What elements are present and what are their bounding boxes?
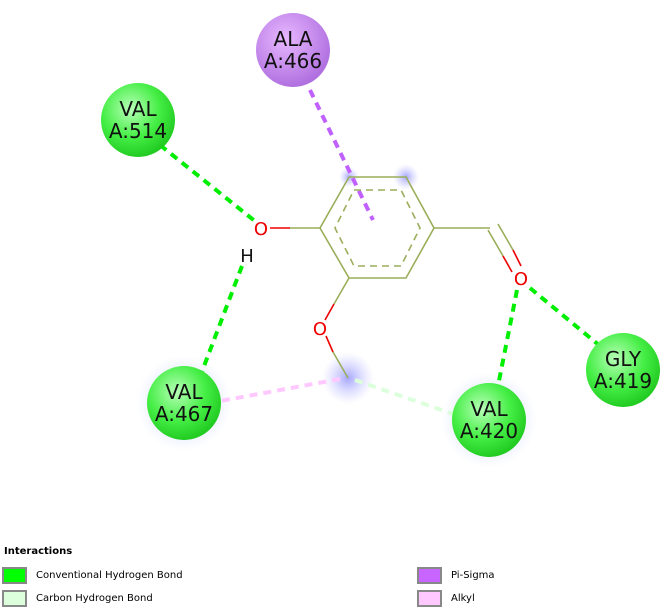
hbond-line — [528, 286, 602, 348]
hbond-line — [158, 143, 258, 224]
svg-text:A:466: A:466 — [264, 49, 322, 73]
residue-ala466[interactable]: ALA A:466 — [256, 13, 330, 87]
hbond-line — [494, 289, 519, 397]
pi-sigma-line — [308, 89, 375, 221]
svg-text:VAL: VAL — [470, 397, 508, 421]
interaction-diagram: O H O O ALA A:466 VAL A:514 VAL A:467 VA… — [101, 13, 660, 468]
oxygen-atom: O — [514, 269, 528, 290]
legend-item-pi-sigma: Pi-Sigma — [417, 567, 495, 584]
residue-val420[interactable]: VAL A:420 — [452, 383, 526, 457]
svg-text:A:514: A:514 — [109, 119, 167, 143]
legend-item-carbon-hbond: Carbon Hydrogen Bond — [2, 590, 153, 607]
ligand-structure — [290, 176, 514, 379]
hydrogen-atom: H — [240, 246, 254, 267]
carbon-hbond-line — [354, 378, 457, 417]
legend: Interactions Conventional Hydrogen Bond … — [0, 540, 663, 615]
legend-swatch — [417, 590, 442, 607]
svg-text:A:467: A:467 — [155, 402, 213, 426]
legend-swatch — [417, 567, 442, 584]
alkyl-line — [214, 377, 341, 404]
svg-text:GLY: GLY — [605, 347, 642, 371]
legend-label: Conventional Hydrogen Bond — [36, 570, 183, 581]
legend-swatch — [2, 590, 27, 607]
legend-title: Interactions — [4, 546, 73, 557]
residue-val514[interactable]: VAL A:514 — [101, 83, 175, 157]
svg-text:A:419: A:419 — [594, 369, 652, 393]
residue-val467[interactable]: VAL A:467 — [147, 366, 221, 440]
svg-text:ALA: ALA — [274, 27, 313, 51]
legend-label: Pi-Sigma — [451, 570, 495, 581]
legend-swatch — [2, 567, 27, 584]
oxygen-atom: O — [313, 319, 327, 340]
svg-text:VAL: VAL — [165, 380, 203, 404]
residue-gly419[interactable]: GLY A:419 — [586, 333, 660, 407]
legend-item-alkyl: Alkyl — [417, 590, 475, 607]
legend-label: Carbon Hydrogen Bond — [36, 593, 153, 604]
legend-label: Alkyl — [451, 593, 475, 604]
svg-text:VAL: VAL — [119, 97, 157, 121]
legend-item-conventional-hbond: Conventional Hydrogen Bond — [2, 567, 183, 584]
hbond-line — [196, 265, 244, 383]
svg-text:A:420: A:420 — [460, 419, 518, 443]
oxygen-atom: O — [254, 219, 268, 240]
